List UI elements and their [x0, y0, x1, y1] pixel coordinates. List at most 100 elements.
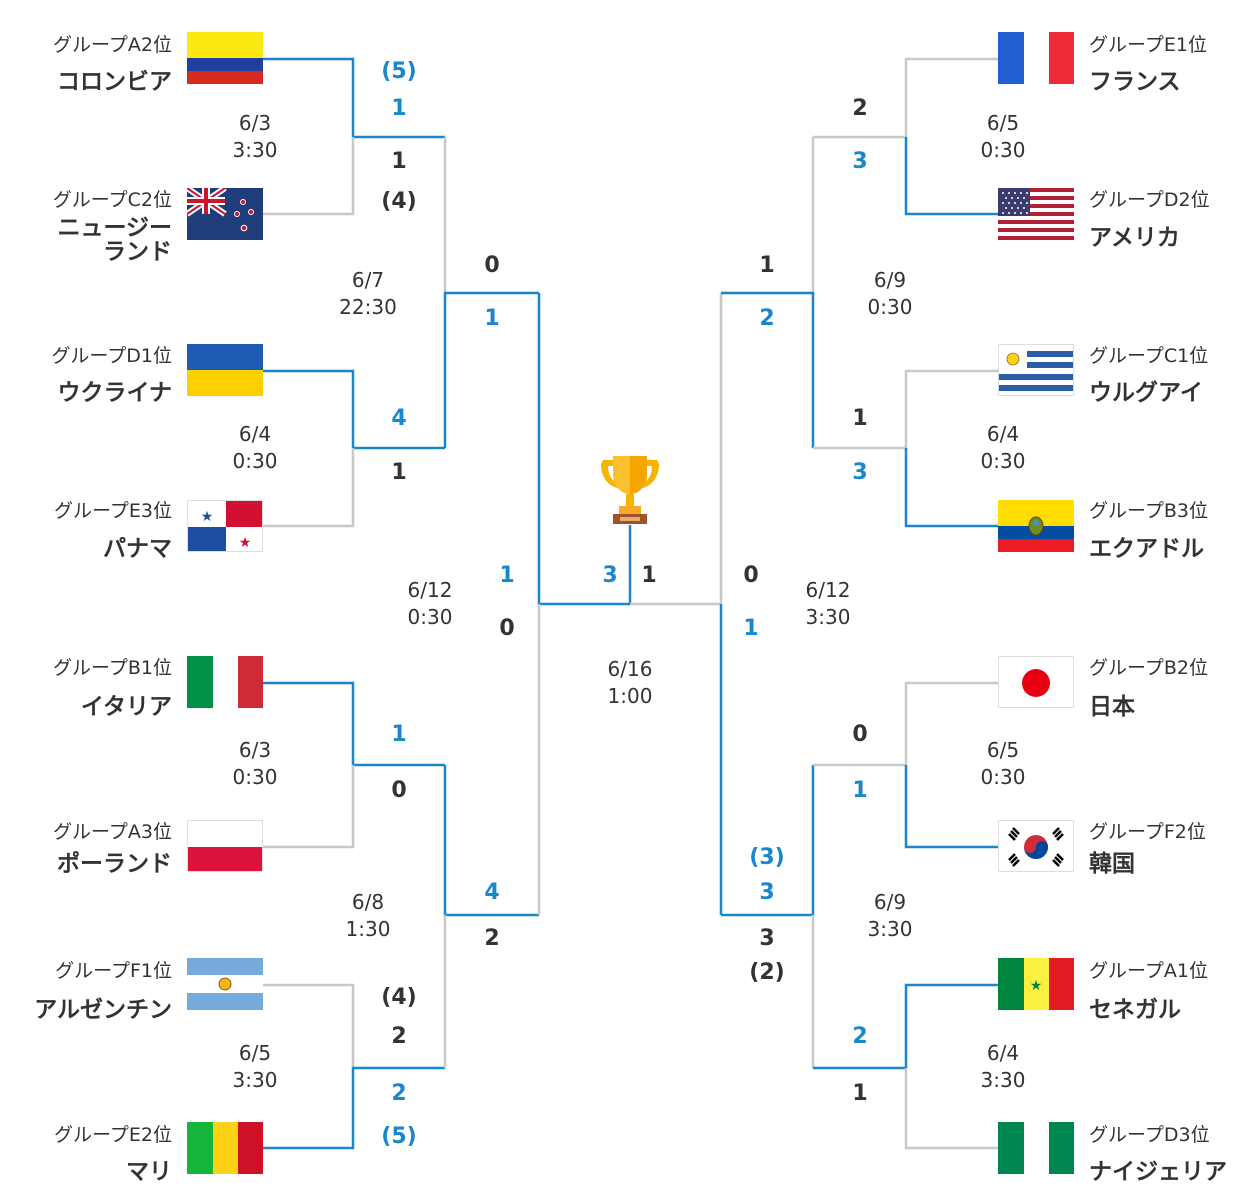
line-panama: [262, 448, 355, 528]
line-japan: [813, 681, 999, 767]
match-score: 1: [391, 722, 407, 747]
match-score: 1: [759, 253, 775, 278]
match-score: 1: [391, 460, 407, 485]
team-group-label: グループD2位: [1089, 189, 1210, 211]
match-score: 2: [391, 1081, 407, 1106]
flag-colombia-icon: [187, 32, 263, 84]
line-italy: [262, 681, 445, 767]
match-score: 3: [759, 926, 775, 951]
team-group-label: グループD3位: [1089, 1124, 1210, 1146]
match-score: 2: [852, 1024, 868, 1049]
flag-italy-icon: [187, 656, 263, 708]
match-score: 1: [852, 1081, 868, 1106]
team-name: アメリカ: [1089, 225, 1180, 251]
svg-text:★: ★: [1030, 978, 1043, 994]
team-name: ウルグアイ: [1089, 380, 1203, 406]
team-group-label: グループE3位: [54, 500, 172, 522]
team-group-label: グループA1位: [1089, 960, 1208, 982]
svg-text:★: ★: [239, 535, 252, 551]
match-score: 0: [852, 722, 868, 747]
team-name: 日本: [1089, 694, 1135, 720]
line-korea: [904, 765, 999, 849]
match-score: 4: [484, 880, 500, 905]
team-group-label: グループB2位: [1089, 657, 1208, 679]
line-mali: [262, 1066, 445, 1150]
line-poland: [262, 765, 355, 849]
line-senegal: [813, 983, 999, 1070]
team-name: マリ: [126, 1159, 172, 1185]
flag-poland-icon: [187, 820, 263, 872]
match-score: 2: [852, 96, 868, 121]
line-new-zealand: [262, 137, 355, 216]
team-group-label: グループB1位: [53, 657, 172, 679]
match-score: 0: [484, 253, 500, 278]
line-argentina: [262, 983, 355, 1068]
line-qf1-bot: [443, 291, 539, 448]
line-uruguay: [813, 369, 999, 450]
line-nigeria: [904, 1068, 999, 1150]
svg-text:★: ★: [201, 509, 214, 525]
team-name: アルゼンチン: [34, 997, 172, 1023]
team-name: 韓国: [1089, 851, 1135, 877]
flag-usa-icon: [998, 188, 1074, 240]
team-name: コロンビア: [57, 69, 172, 95]
match-score: 1: [852, 778, 868, 803]
flag-mali-icon: [187, 1122, 263, 1174]
team-group-label: グループD1位: [51, 345, 172, 367]
match-score: 2: [759, 306, 775, 331]
team-group-label: グループE1位: [1089, 34, 1207, 56]
flag-senegal-icon: ★: [998, 958, 1074, 1010]
team-group-label: グループC1位: [1089, 345, 1209, 367]
line-ecuador: [904, 448, 999, 528]
penalty-score: (2): [749, 960, 785, 985]
match-score: 3: [852, 149, 868, 174]
team-group-label: グループA3位: [53, 821, 172, 843]
flag-france-icon: [998, 32, 1074, 84]
flag-ecuador-icon: [998, 500, 1074, 552]
flag-ukraine-icon: [187, 344, 263, 396]
team-name: フランス: [1089, 69, 1181, 95]
final-score: 1: [641, 563, 657, 588]
flag-uruguay-icon: [998, 344, 1074, 396]
flag-japan-icon: [998, 656, 1074, 708]
line-usa: [904, 137, 999, 216]
match-score: 1: [391, 149, 407, 174]
flag-new-zealand-icon: [187, 188, 263, 240]
match-score: 3: [852, 460, 868, 485]
match-score: 1: [484, 306, 500, 331]
trophy-icon: [593, 452, 667, 526]
team-group-label: グループB3位: [1089, 500, 1208, 522]
penalty-score: (4): [381, 985, 417, 1010]
team-name: ポーランド: [57, 851, 172, 877]
line-france: [813, 57, 999, 139]
match-score: 1: [499, 563, 515, 588]
flag-panama-icon: ★ ★: [187, 500, 263, 552]
team-group-label: グループC2位: [52, 189, 172, 211]
match-score: 1: [743, 616, 759, 641]
team-group-label: グループF1位: [55, 960, 172, 982]
team-name: エクアドル: [1089, 536, 1204, 562]
line-rqf1-bot: [721, 291, 815, 448]
team-name: パナマ: [103, 536, 172, 562]
final-score: 3: [602, 563, 618, 588]
team-group-label: グループE2位: [54, 1124, 172, 1146]
flag-korea-icon: [998, 820, 1074, 872]
team-name: ランド: [103, 239, 172, 265]
match-score: 0: [499, 616, 515, 641]
flag-nigeria-icon: [998, 1122, 1074, 1174]
line-sf-left-top: [537, 293, 630, 606]
